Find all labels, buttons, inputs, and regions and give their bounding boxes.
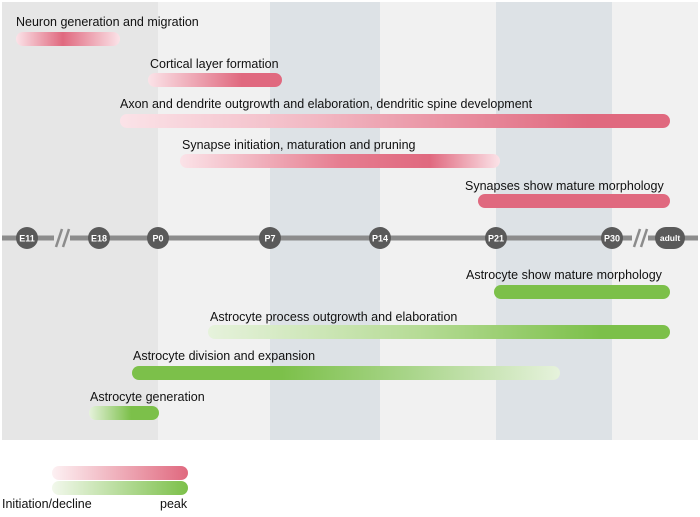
marker-label-e18: E18 (91, 234, 107, 244)
marker-p30: P30 (601, 227, 623, 249)
bar-astrocyte-mature-morphology (494, 285, 670, 299)
bar-astrocyte-division-expansion (132, 366, 560, 380)
label-neuron-generation-and-migration: Neuron generation and migration (16, 15, 199, 29)
bar-synapse-initiation-maturation-pruning (180, 154, 500, 168)
marker-p0: P0 (147, 227, 169, 249)
bar-astrocyte-generation (89, 406, 159, 420)
axis-break-e11-e18 (54, 228, 71, 248)
label-astrocyte-process-outgrowth: Astrocyte process outgrowth and elaborat… (210, 310, 458, 324)
marker-p14: P14 (369, 227, 391, 249)
marker-label-p30: P30 (604, 234, 620, 244)
marker-label-p21: P21 (488, 234, 504, 244)
marker-label-e11: E11 (19, 234, 35, 244)
marker-p21: P21 (485, 227, 507, 249)
legend-bar-neuron (52, 466, 188, 480)
legend-bar-astrocyte (52, 481, 188, 495)
band-embryonic (2, 2, 158, 440)
label-synapse-initiation-maturation-pruning: Synapse initiation, maturation and pruni… (182, 138, 416, 152)
marker-e18: E18 (88, 227, 110, 249)
band-p30-adult (612, 2, 698, 440)
axis-break-p30-adult (632, 228, 649, 248)
bar-synapses-mature-morphology (478, 194, 670, 208)
marker-label-p7: P7 (264, 234, 275, 244)
bar-neuron-generation-and-migration (16, 32, 120, 46)
marker-adult: adult (655, 227, 685, 249)
bar-cortical-layer-formation (148, 73, 282, 87)
label-cortical-layer-formation: Cortical layer formation (150, 57, 279, 71)
label-astrocyte-mature-morphology: Astrocyte show mature morphology (466, 268, 662, 282)
label-astrocyte-division-expansion: Astrocyte division and expansion (133, 349, 316, 363)
marker-label-p0: P0 (152, 234, 163, 244)
label-synapses-mature-morphology: Synapses show mature morphology (465, 179, 664, 193)
marker-e11: E11 (16, 227, 38, 249)
label-axon-dendrite-outgrowth: Axon and dendrite outgrowth and elaborat… (120, 97, 533, 111)
bar-astrocyte-process-outgrowth (208, 325, 670, 339)
legend-label-peak: peak (160, 497, 188, 511)
label-astrocyte-generation: Astrocyte generation (90, 390, 205, 404)
marker-label-p14: P14 (372, 234, 388, 244)
legend-label-initiation-decline: Initiation/decline (2, 497, 92, 511)
marker-p7: P7 (259, 227, 281, 249)
marker-label-adult: adult (660, 233, 680, 243)
bar-axon-dendrite-outgrowth (120, 114, 670, 128)
